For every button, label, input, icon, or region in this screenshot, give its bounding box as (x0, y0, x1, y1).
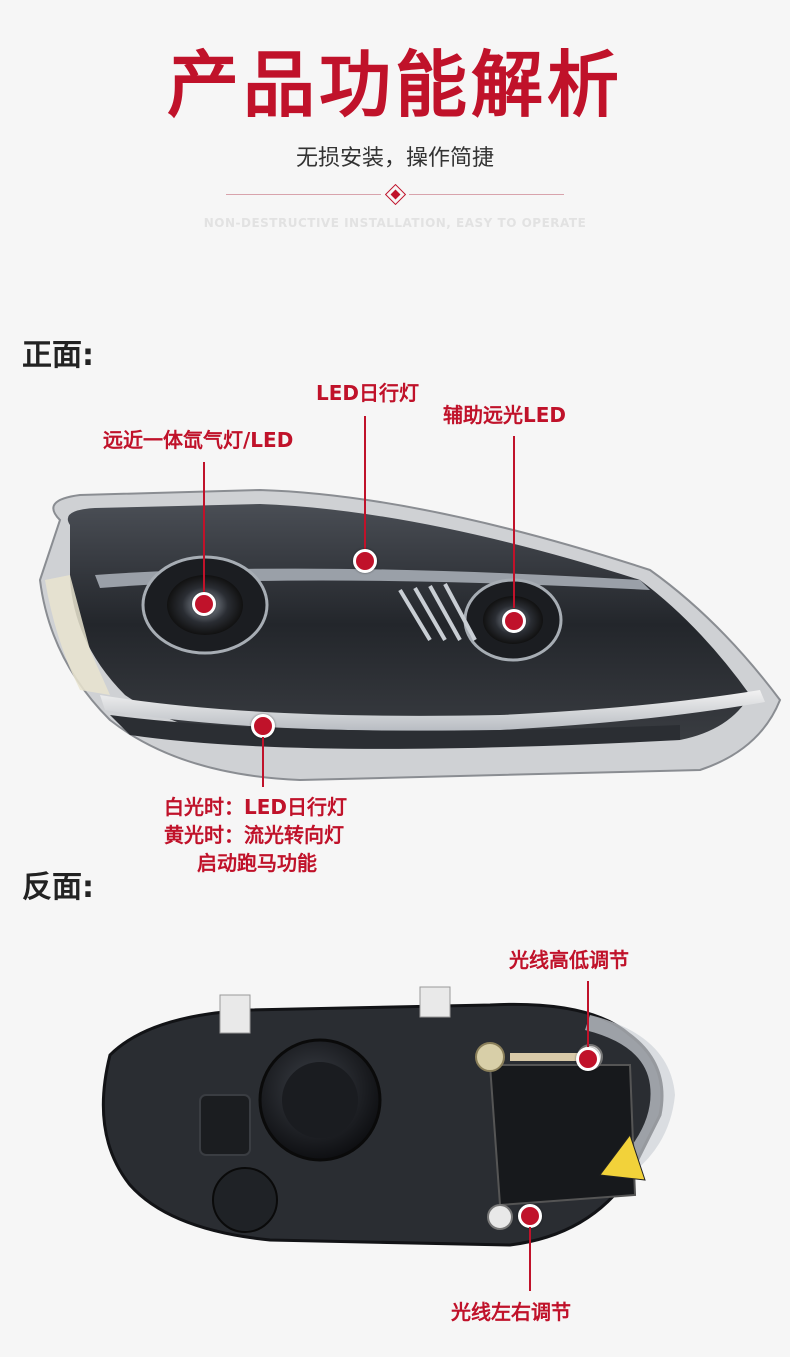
page-subtitle: 无损安装，操作简捷 (295, 146, 494, 171)
divider-right (409, 194, 564, 195)
section-front-label: 正面: (22, 338, 94, 373)
section-back-label: 反面: (22, 870, 94, 905)
callout-horizontal-adjust-label: 光线左右调节 (451, 1300, 571, 1324)
page-subtitle-en: NON-DESTRUCTIVE INSTALLATION, EASY TO OP… (203, 216, 587, 230)
callout-drl-dot (353, 549, 377, 573)
callout-aux-high-dot (502, 609, 526, 633)
callout-strip-line3: 启动跑马功能 (197, 851, 317, 875)
callout-strip-leader (262, 737, 264, 787)
divider-left (226, 194, 381, 195)
front-headlight-image (38, 488, 782, 782)
callout-horizontal-adjust-dot (518, 1204, 542, 1228)
callout-horizontal-adjust-leader (529, 1227, 531, 1291)
callout-vertical-adjust-dot (576, 1047, 600, 1071)
callout-vertical-adjust-leader (587, 981, 589, 1049)
callout-aux-high-label: 辅助远光LED (443, 403, 567, 427)
page-title: 产品功能解析 (166, 43, 623, 127)
callout-bixenon-label: 远近一体氙气灯/LED (103, 428, 294, 452)
callout-strip-dot (251, 714, 275, 738)
callout-vertical-adjust-label: 光线高低调节 (509, 948, 629, 972)
callout-strip-line2: 黄光时：流光转向灯 (164, 823, 344, 847)
callout-drl-leader (364, 416, 366, 552)
callout-bixenon-dot (192, 592, 216, 616)
back-headlight-image (101, 986, 675, 1247)
callout-drl-label: LED日行灯 (316, 381, 420, 405)
callout-strip-line1: 白光时：LED日行灯 (164, 795, 348, 819)
callout-bixenon-leader (203, 462, 205, 595)
callout-aux-high-leader (513, 436, 515, 608)
